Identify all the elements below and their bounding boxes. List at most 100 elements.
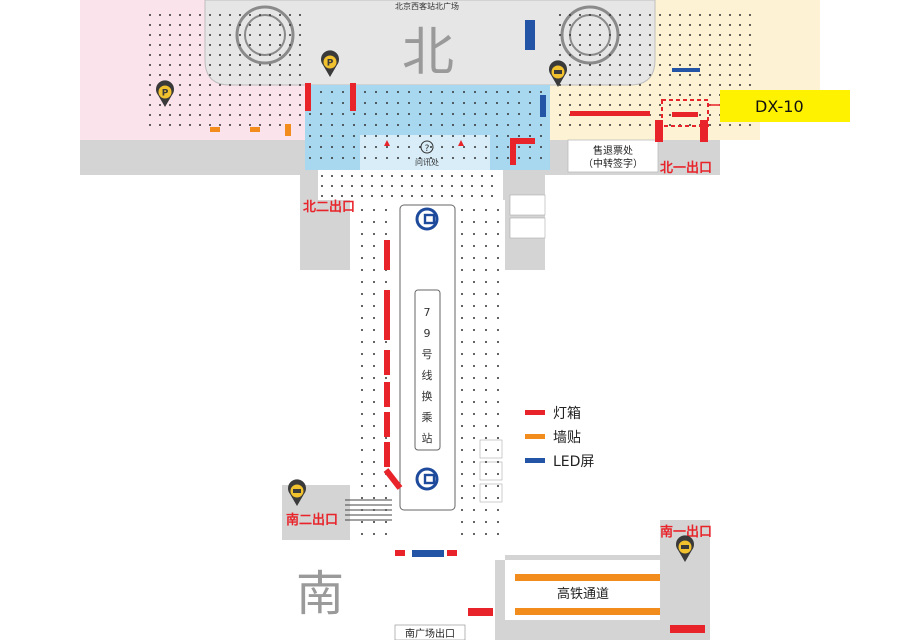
column-dot <box>491 175 493 177</box>
exit-south-one: 南一出口 <box>660 524 712 540</box>
column-dot <box>540 146 542 148</box>
column-dot <box>361 293 363 295</box>
column-dot <box>373 329 375 331</box>
column-dot <box>729 14 731 16</box>
column-dot <box>249 14 251 16</box>
column-dot <box>461 233 463 235</box>
side-room-1 <box>509 194 546 216</box>
ticket-office <box>567 139 659 173</box>
side-room-3 <box>479 439 503 459</box>
column-dot <box>411 185 413 187</box>
column-dot <box>749 64 751 66</box>
column-dot <box>341 195 343 197</box>
column-dot <box>629 84 631 86</box>
column-dot <box>749 124 751 126</box>
column-dot <box>481 175 483 177</box>
column-dot <box>669 74 671 76</box>
column-dot <box>649 54 651 56</box>
column-dot <box>259 64 261 66</box>
column-dot <box>497 233 499 235</box>
column-dot <box>385 521 387 523</box>
column-dot <box>609 124 611 126</box>
column-dot <box>461 401 463 403</box>
dx10-label: DX-10 <box>755 97 804 116</box>
column-dot <box>739 14 741 16</box>
column-dot <box>320 124 322 126</box>
column-dot <box>451 195 453 197</box>
column-dot <box>249 84 251 86</box>
column-dot <box>259 44 261 46</box>
column-dot <box>497 221 499 223</box>
column-dot <box>361 269 363 271</box>
column-dot <box>219 114 221 116</box>
column-dot <box>473 293 475 295</box>
column-dot <box>401 175 403 177</box>
column-dot <box>729 64 731 66</box>
column-dot <box>589 84 591 86</box>
column-dot <box>289 54 291 56</box>
column-dot <box>249 34 251 36</box>
column-dot <box>629 64 631 66</box>
column-dot <box>529 146 531 148</box>
column-dot <box>485 209 487 211</box>
column-dot <box>169 124 171 126</box>
column-dot <box>461 473 463 475</box>
column-dot <box>649 74 651 76</box>
line-transfer-char: 线 <box>422 368 433 382</box>
column-dot <box>229 124 231 126</box>
column-dot <box>739 124 741 126</box>
column-dot <box>497 497 499 499</box>
column-dot <box>749 14 751 16</box>
column-dot <box>331 124 333 126</box>
column-dot <box>473 509 475 511</box>
column-dot <box>397 102 399 104</box>
column-dot <box>471 195 473 197</box>
column-dot <box>589 34 591 36</box>
column-dot <box>361 365 363 367</box>
column-dot <box>364 113 366 115</box>
column-dot <box>373 449 375 451</box>
column-dot <box>169 64 171 66</box>
column-dot <box>189 104 191 106</box>
column-dot <box>309 113 311 115</box>
column-dot <box>199 34 201 36</box>
line-transfer-char: 号 <box>422 348 433 361</box>
column-dot <box>209 54 211 56</box>
column-dot <box>709 74 711 76</box>
column-dot <box>361 533 363 535</box>
column-dot <box>518 146 520 148</box>
legend-label-wallsticker: 墙贴 <box>553 430 581 446</box>
column-dot <box>441 91 443 93</box>
column-dot <box>497 389 499 391</box>
column-dot <box>639 74 641 76</box>
column-dot <box>331 195 333 197</box>
column-dot <box>199 64 201 66</box>
column-dot <box>461 521 463 523</box>
column-dot <box>199 94 201 96</box>
column-dot <box>386 157 388 159</box>
column-dot <box>473 269 475 271</box>
column-dot <box>589 14 591 16</box>
column-dot <box>689 44 691 46</box>
column-dot <box>259 34 261 36</box>
column-dot <box>430 102 432 104</box>
column-dot <box>342 113 344 115</box>
column-dot <box>461 377 463 379</box>
column-dot <box>149 114 151 116</box>
column-dot <box>497 437 499 439</box>
column-dot <box>496 113 498 115</box>
column-dot <box>518 91 520 93</box>
column-dot <box>373 353 375 355</box>
column-dot <box>699 74 701 76</box>
column-dot <box>179 94 181 96</box>
column-dot <box>461 293 463 295</box>
column-dot <box>361 317 363 319</box>
column-dot <box>659 24 661 26</box>
column-dot <box>474 102 476 104</box>
column-dot <box>149 34 151 36</box>
column-dot <box>709 44 711 46</box>
column-dot <box>452 146 454 148</box>
column-dot <box>569 124 571 126</box>
column-dot <box>507 91 509 93</box>
